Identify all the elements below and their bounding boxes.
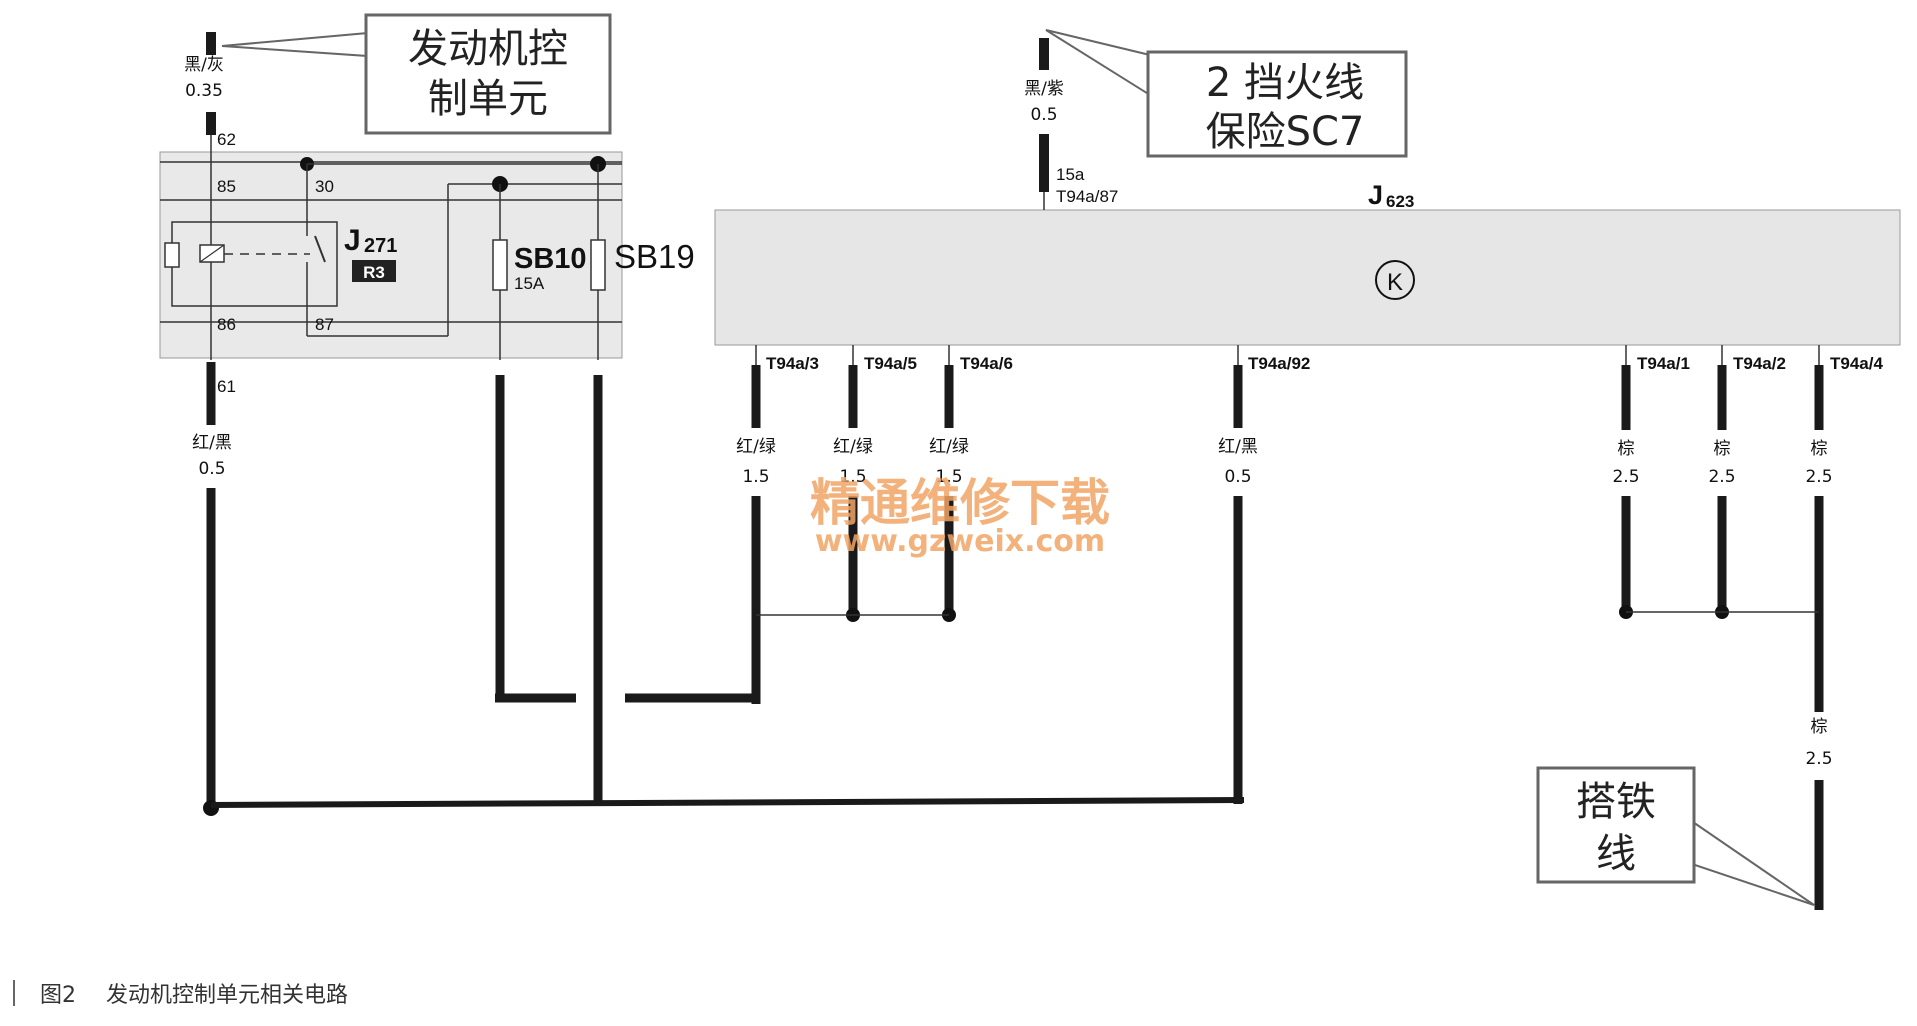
ground-callout-line2: 线 — [1596, 831, 1636, 877]
ecu-callout: 发动机控 制单元 — [221, 13, 612, 135]
wire-t2-size: 2.5 — [1708, 467, 1735, 487]
wire-ground-color: 棕 — [1811, 717, 1828, 737]
wire-t3-color: 红/绿 — [736, 437, 776, 457]
wire-relay-out-size: 0.5 — [198, 459, 225, 479]
caption-figure: 图2 — [40, 983, 76, 1008]
relay-pin-62: 62 — [217, 130, 236, 149]
wire-ecu-in-color: 黑/灰 — [184, 55, 224, 75]
wire-t4-color: 棕 — [1811, 439, 1828, 459]
ecu-pin-t2: T94a/2 — [1733, 354, 1786, 373]
relay-pin-86: 86 — [217, 315, 236, 334]
wire-t5-size: 1.5 — [839, 467, 866, 487]
ecu-pin-t1: T94a/1 — [1637, 354, 1690, 373]
ecu-name: J — [1368, 180, 1383, 210]
wire-t1-size: 2.5 — [1612, 467, 1639, 487]
ecu-top-connector: T94a/87 — [1056, 187, 1118, 206]
wire-t5-color: 红/绿 — [833, 437, 873, 457]
caption-text: 发动机控制单元相关电路 — [106, 983, 348, 1008]
ecu-callout-line2: 制单元 — [428, 76, 548, 122]
ecu-pin-t6: T94a/6 — [960, 354, 1013, 373]
fuse-sb19-symbol — [590, 239, 606, 291]
wire-fuse-in-color: 黑/紫 — [1024, 79, 1064, 99]
relay-pin-87: 87 — [315, 315, 334, 334]
wire-t2-color: 棕 — [1714, 439, 1731, 459]
wire-ground-size: 2.5 — [1805, 749, 1832, 769]
relay-panel — [159, 151, 623, 359]
relay-badge: R3 — [363, 263, 385, 282]
relay-pin-61: 61 — [217, 377, 236, 396]
relay-subscript: 271 — [364, 235, 397, 257]
wire-ecu-in-size: 0.35 — [185, 81, 223, 101]
ground-callout-line1: 搭铁 — [1576, 779, 1656, 825]
ecu-top-pin: 15a — [1056, 165, 1085, 184]
wire-t92-size: 0.5 — [1224, 467, 1251, 487]
fuse-sb10-label: SB10 — [514, 243, 587, 275]
ecu-pin-t4: T94a/4 — [1830, 354, 1883, 373]
fuse-callout: 2 挡火线 保险SC7 — [1045, 29, 1408, 158]
watermark-line1: 精通维修下载 — [810, 474, 1110, 532]
wire-t1-color: 棕 — [1618, 439, 1635, 459]
watermark-line2: www.gzweix.com — [815, 524, 1105, 559]
ecu-pin-t92: T94a/92 — [1248, 354, 1310, 373]
fuse-sb10-symbol — [492, 239, 508, 291]
wire-t6-size: 1.5 — [935, 467, 962, 487]
wire-t6-color: 红/绿 — [929, 437, 969, 457]
wire-fuse-in-size: 0.5 — [1030, 105, 1057, 125]
ground-callout: 搭铁 线 — [1536, 766, 1815, 906]
ecu-pin-t3: T94a/3 — [766, 354, 819, 373]
relay-name: J — [344, 224, 361, 257]
ecu-pin-t5: T94a/5 — [864, 354, 917, 373]
relay-pin-30: 30 — [315, 177, 334, 196]
ecu-k-symbol — [1375, 260, 1415, 300]
wire-t92-color: 红/黑 — [1218, 437, 1258, 457]
wire-t4-size: 2.5 — [1805, 467, 1832, 487]
fuse-callout-line1: 2 挡火线 — [1206, 60, 1364, 106]
ecu-box — [714, 209, 1901, 346]
fuse-callout-line2: 保险SC7 — [1206, 109, 1365, 155]
ecu-callout-line1: 发动机控 — [408, 26, 568, 72]
fuse-sb19-label: SB19 — [614, 238, 695, 275]
ecu-symbol-text: K — [1387, 269, 1403, 296]
wire-relay-out-color: 红/黑 — [192, 433, 232, 453]
fuse-sb10-rating: 15A — [514, 274, 545, 293]
wire-t3-size: 1.5 — [742, 467, 769, 487]
ecu-subscript: 623 — [1386, 192, 1414, 211]
relay-pin-85: 85 — [217, 177, 236, 196]
